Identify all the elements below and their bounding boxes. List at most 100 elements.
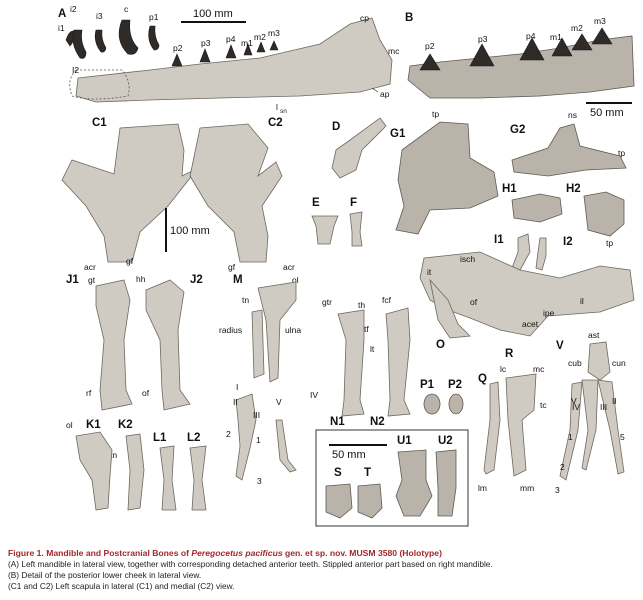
b-label-p3: p3 [478,34,488,44]
tooth-p4 [225,44,237,59]
pes-digit-iii [597,379,625,475]
label-hh: hh [136,274,146,284]
panel-label-i1: I1 [494,234,504,246]
label-cun: cun [612,358,626,368]
caption-title: Figure 1. Mandible and Postcranial Bones… [8,548,636,559]
panels-g-vertebrae: G1 tp G2 ns tp [390,109,627,235]
panel-label-j2: J2 [190,274,203,286]
label-tp-g2: tp [618,148,625,158]
panel-label-p2: P2 [448,379,462,391]
panel-m-forelimb: M ol tn radius ulna I II III IV V 2 1 3 [219,274,318,486]
label-pes-2: 2 [560,462,565,472]
panel-label-l1: L1 [153,432,167,444]
label-tc: tc [540,400,547,410]
label-i3: i3 [96,11,103,21]
panel-label-c1: C1 [92,117,107,129]
vertebra-g2 [511,123,627,177]
label-digit-3: 3 [257,476,262,486]
ulna-k1 [75,431,113,511]
bone-u2 [435,449,457,517]
label-pes-v: V [571,396,577,406]
panel-label-b: B [405,12,413,24]
vertebra-h1 [511,193,563,223]
ulna-k2 [125,433,145,511]
label-ulna: ulna [285,325,301,335]
label-acet: acet [522,319,539,329]
label-gt: gt [88,275,96,285]
vertebra-h2 [583,191,625,237]
panel-label-g1: G1 [390,128,406,140]
label-digit-iii: III [253,410,260,420]
panel-label-c2: C2 [268,117,283,129]
bone-e [311,215,339,245]
label-p1: p1 [149,12,159,22]
tooth-m1 [243,43,253,56]
panel-label-e: E [312,197,320,209]
label-p2: p2 [173,43,183,53]
label-mc-r: mc [533,364,545,374]
humerus-j2 [145,279,191,411]
panel-label-o: O [436,339,445,351]
panels-k-l: ol K1 K2 tn L1 L2 [66,419,207,511]
tooth-m3 [269,40,279,51]
tooth-i2 [72,29,87,59]
label-tp-h2: tp [606,238,613,248]
bone-d [331,117,387,179]
panel-label-h1: H1 [502,183,517,195]
b-tooth-m3 [591,27,613,45]
label-acr-c1: acr [84,262,96,272]
scale-label-100mm-a: 100 mm [193,8,233,20]
pes-digit-iv [559,381,583,481]
label-gtr: gtr [322,297,332,307]
tooth-i3 [94,29,107,53]
label-il: il [580,296,584,306]
panel-label-f: F [350,197,357,209]
panel-label-u1: U1 [397,435,412,447]
label-fcf: fcf [382,295,392,305]
caption-title-suffix: gen. et sp. nov. MUSM 3580 (Holotype) [282,548,442,558]
label-i2: i2 [70,4,77,14]
stippled-anterior [69,69,130,100]
panel-box-s-t-u: 50 mm U1 U2 S T [315,429,469,527]
femur-n1 [337,309,365,417]
b-label-m1: m1 [550,32,562,42]
scapula-lateral [61,123,199,263]
panel-b-cheek-teeth: B p2 p3 p4 m1 m2 m3 50 mm [405,12,635,119]
fibula-q [483,381,501,475]
radius-l1 [159,445,177,511]
panels-d-e-f: D E F [311,117,387,247]
scale-label-50mm-box: 50 mm [332,449,366,461]
tooth-p2 [171,53,183,67]
label-cp: cp [360,13,369,23]
label-m2: m2 [254,32,266,42]
panel-label-t: T [364,467,371,479]
panels-n-femur: gtr th fcf tf lt N1 N2 [322,295,411,428]
label-pes-iii: III [600,402,607,412]
label-acr-c2: acr [283,262,295,272]
panel-label-g2: G2 [510,124,525,136]
bone-t [357,483,383,519]
label-ipe: ipe [543,308,555,318]
b-label-p2: p2 [425,41,435,51]
patella-p1 [423,393,441,415]
caption-line-c: (C1 and C2) Left scapula in lateral (C1)… [8,581,235,591]
caption-line-a: (A) Left mandible in lateral view, toget… [8,559,493,569]
panel-label-r: R [505,348,514,360]
panel-label-n1: N1 [330,416,345,428]
label-digit-ii: II [233,397,238,407]
panel-label-m: M [233,274,243,286]
label-tn-k: tn [110,450,117,460]
tooth-p1 [148,25,160,51]
panel-label-v: V [556,340,564,352]
panel-a-mandible: A i1 i2 i3 c p1 100 mm I2 p2 p3 p4 m1 m2… [58,4,400,115]
label-i1: i1 [58,23,65,33]
panel-label-h2: H2 [566,183,581,195]
panel-label-q: Q [478,373,487,385]
label-of-j2: of [142,388,150,398]
panel-label-j1: J1 [66,274,79,286]
panel-label-k1: K1 [86,419,101,431]
label-m1: m1 [241,38,253,48]
panel-label-n2: N2 [370,416,385,428]
tibia-r [505,373,537,477]
label-ol-m: ol [292,275,299,285]
